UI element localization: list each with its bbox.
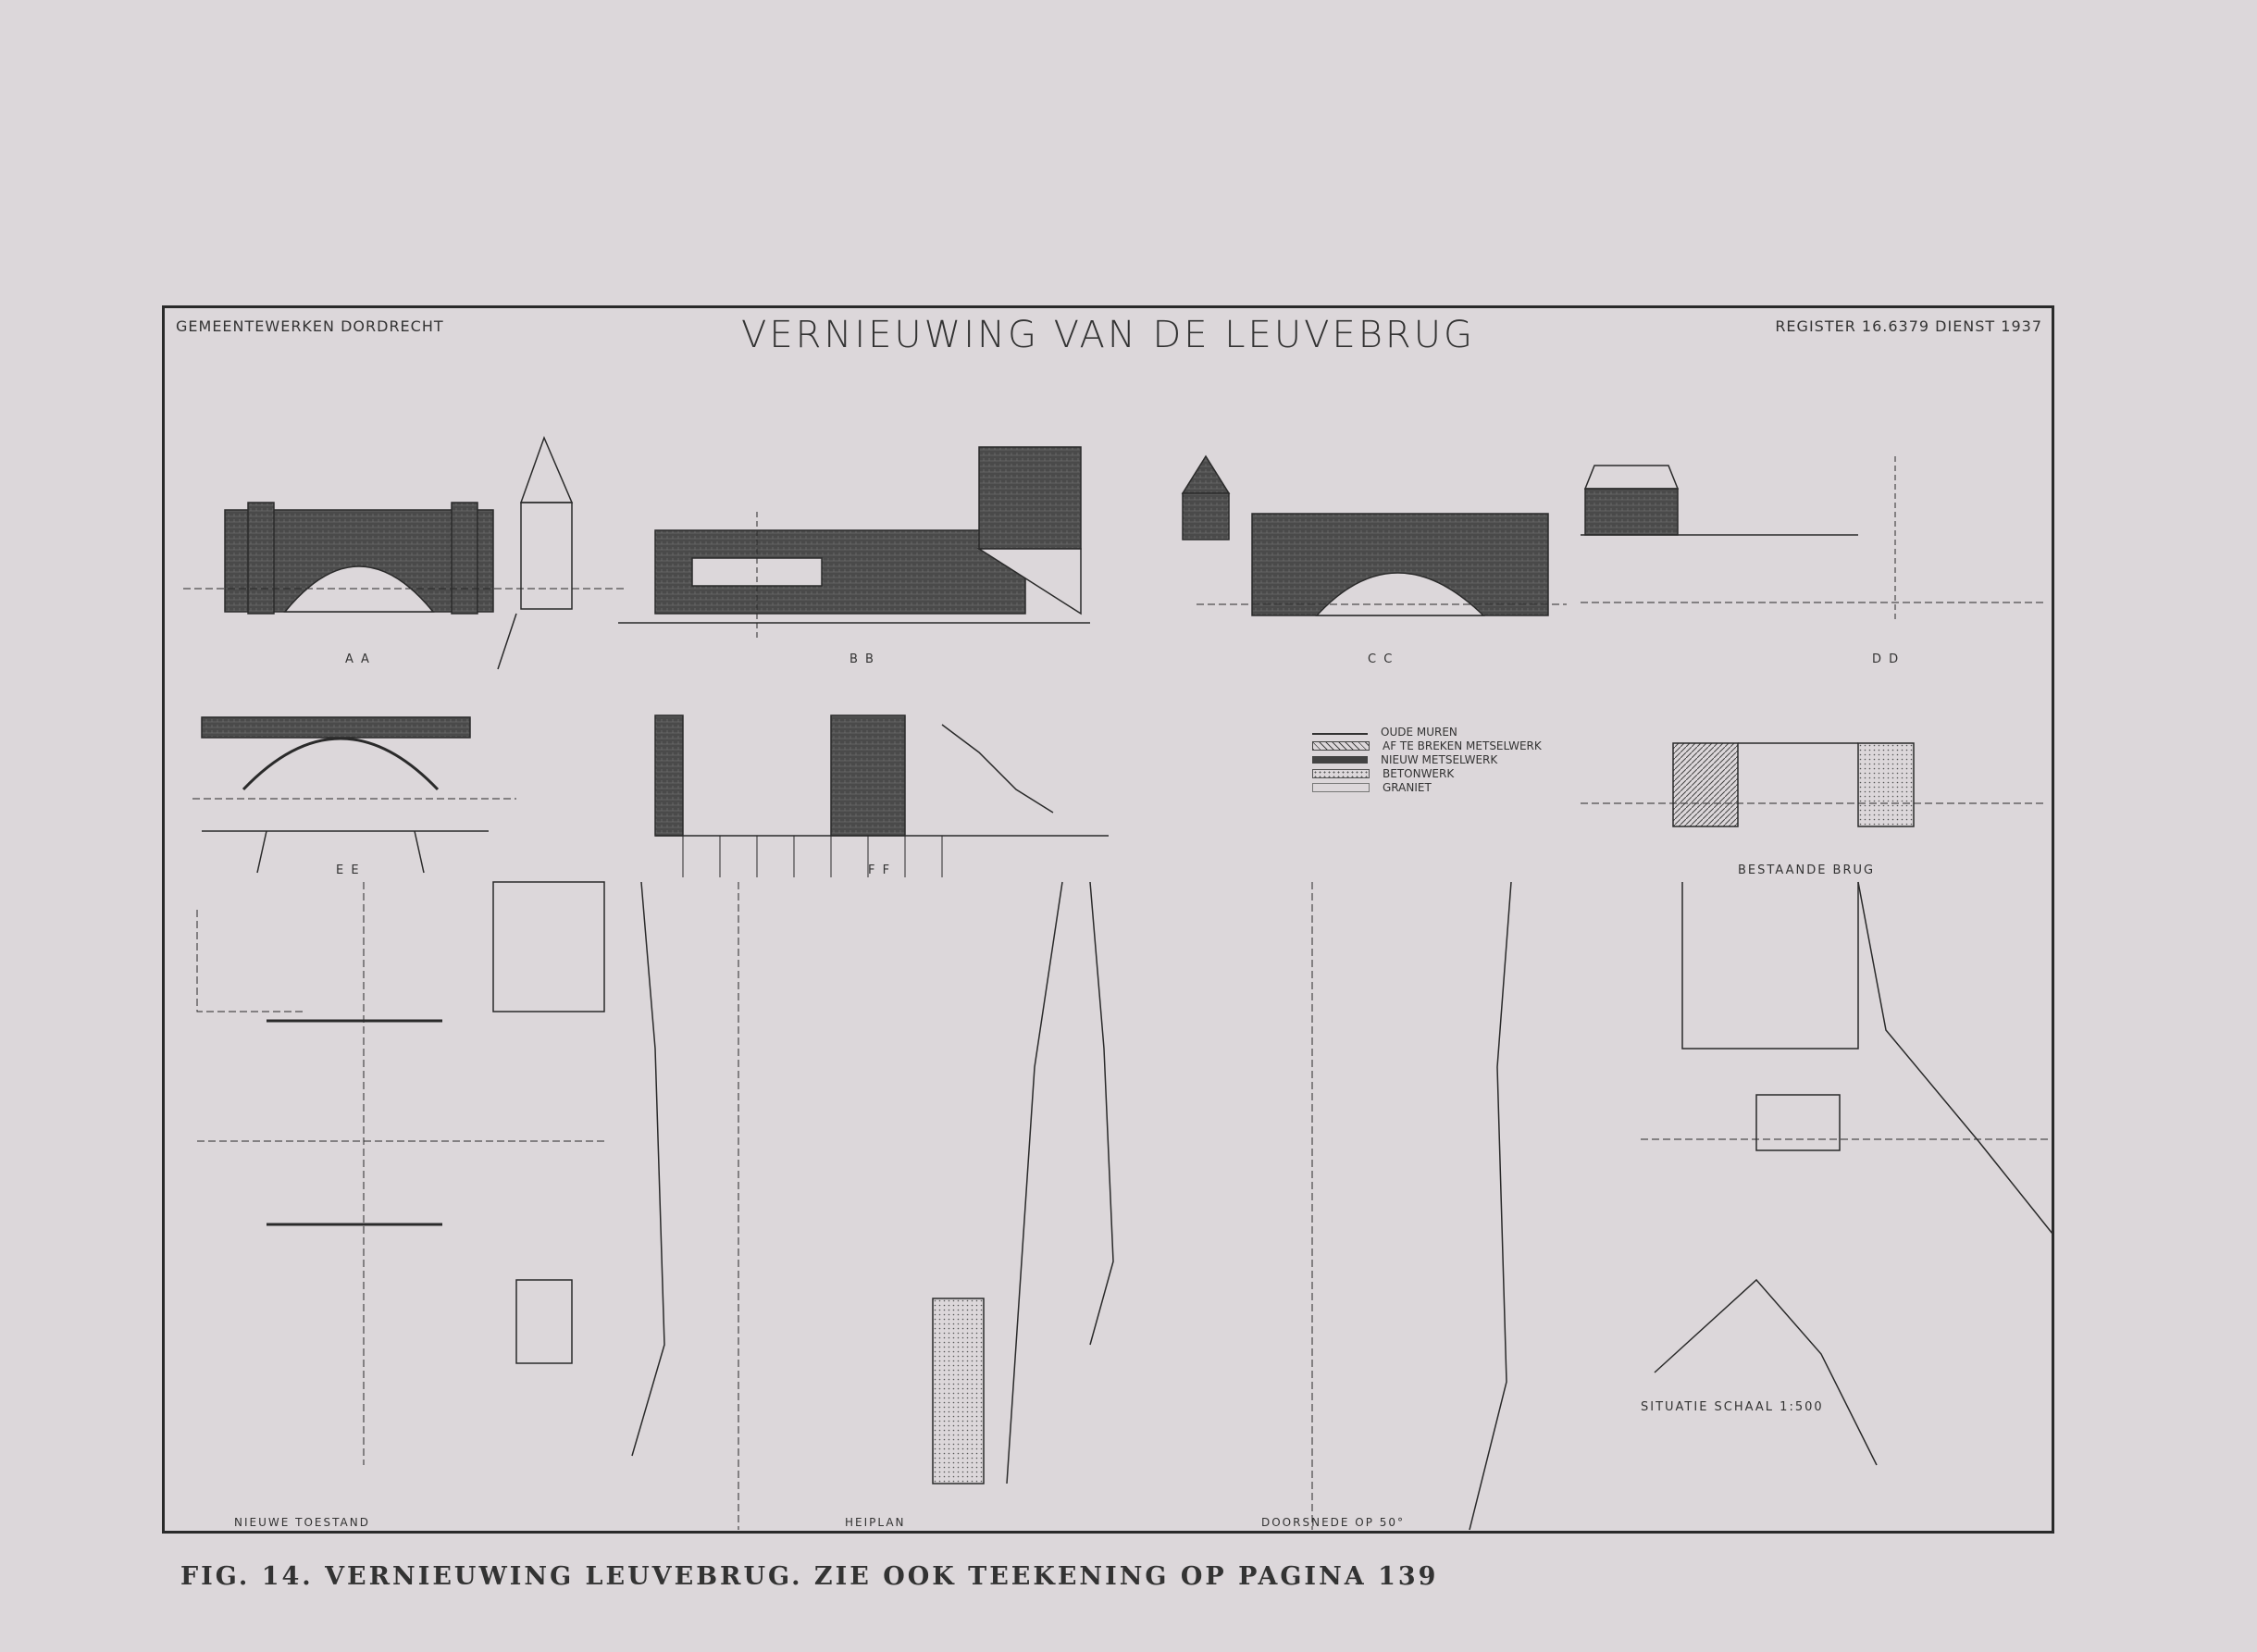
elevation-cc [1181, 454, 1567, 616]
legend-swatch-graniet [1312, 782, 1370, 792]
legend-swatch-betonwerk [1312, 768, 1370, 778]
section-bestaande-brug [1581, 742, 2043, 827]
legend-label-af-te-breken: AF TE BREKEN METSELWERK [1383, 739, 1542, 752]
legend-swatch-oude-muren [1312, 732, 1368, 735]
label-nieuwe-toestand: NIEUWE TOESTAND [234, 1516, 370, 1529]
header-right: REGISTER 16.6379 DIENST 1937 [1775, 317, 2042, 335]
elevation-bb [618, 446, 1090, 641]
legend: OUDE MUREN AF TE BREKEN METSELWERK NIEUW… [1312, 725, 1542, 794]
legend-label-oude-muren: OUDE MUREN [1381, 725, 1457, 739]
label-doorsnede: DOORSNEDE OP 50° [1261, 1516, 1406, 1529]
label-section-bb: B B [849, 652, 875, 666]
header-left: GEMEENTEWERKEN DORDRECHT [176, 317, 444, 335]
plan-heiplan [631, 881, 1063, 1530]
legend-label-betonwerk: BETONWERK [1383, 766, 1455, 780]
legend-label-graniet: GRANIET [1383, 780, 1432, 794]
label-bestaande-brug: BESTAANDE BRUG [1738, 863, 1876, 877]
label-section-cc: C C [1368, 652, 1395, 666]
plan-doorsnede [1089, 881, 1512, 1531]
legend-swatch-af-te-breken [1312, 740, 1370, 751]
plan-nieuwe-toestand [196, 881, 605, 1465]
drawing-sheet: GEMEENTEWERKEN DORDRECHT VERNIEUWING VAN… [162, 305, 2054, 1534]
technical-drawing [183, 435, 2053, 1531]
plan-situatie [1641, 881, 2053, 1466]
section-ff [654, 714, 1109, 877]
figure-caption: FIG. 14. VERNIEUWING LEUVEBRUG. ZIE OOK … [180, 1562, 1439, 1591]
label-section-dd: D D [1872, 652, 1901, 666]
elevation-dd [1581, 456, 2043, 623]
drawing-title: VERNIEUWING VAN DE LEUVEBRUG [740, 314, 1475, 356]
legend-swatch-nieuw-metselwerk [1312, 755, 1368, 764]
legend-label-nieuw-metselwerk: NIEUW METSELWERK [1381, 752, 1498, 766]
label-section-ff: F F [868, 863, 892, 877]
label-situatie: SITUATIE SCHAAL 1:500 [1641, 1400, 1824, 1414]
label-heiplan: HEIPLAN [845, 1516, 906, 1529]
elevation-aa [183, 435, 627, 670]
section-ee [192, 716, 516, 874]
label-section-aa: A A [345, 652, 371, 666]
label-section-ee: E E [336, 863, 361, 877]
